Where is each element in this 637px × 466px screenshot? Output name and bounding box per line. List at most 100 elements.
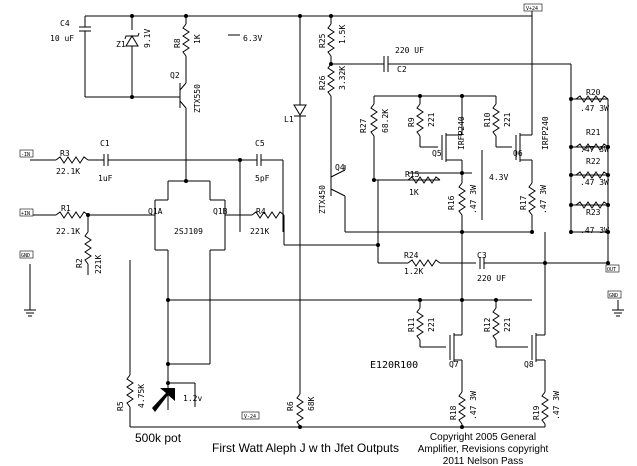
r11-label: R11 [407,317,416,332]
r26-value: 3.32K [338,66,347,90]
c4-value: 10 uF [50,34,74,43]
resistor-r24 [407,259,441,267]
pot-arrow-icon [152,388,175,412]
port-vplus-box [523,3,543,12]
resistor-r10 [492,103,500,137]
r25-value: 1.5K [338,25,347,44]
copyright-line-3: 2011 Nelson Pass [442,456,524,466]
port-in-minus: -IN [21,152,30,158]
c3-value: 220 UF [477,274,506,283]
c2-value: 220 UF [395,46,424,55]
resistor-r8 [182,23,190,57]
r25-label: R25 [318,33,327,48]
port-vminus-box [241,411,260,420]
l1-label: L1 [284,115,294,124]
copyright-block: Copyright 2005 General Amplifier, Revisi… [413,432,553,466]
q5-value: IRFP240 [457,116,466,150]
z1-label: Z1 [116,40,126,49]
r15-label: R15 [405,170,420,179]
r5-label: R5 [116,401,125,411]
r23-value: .47 3W [580,226,609,235]
r1-value: 22.1K [56,227,80,236]
pot-label: 500k pot [135,431,182,445]
r8-label: R8 [173,38,182,48]
port-gnd-right-box [607,290,622,299]
c2-label: C2 [397,65,407,74]
r4-value: 221K [250,227,269,236]
r16-label: R16 [447,195,456,210]
r10-value: 221 [503,112,512,127]
r12-value: 221 [503,317,512,332]
r5-value: 4.75K [137,384,146,408]
r8-value: 1K [193,34,202,44]
resistor-r26 [327,63,335,97]
resistor-r19 [541,391,549,425]
r2-value: 221K [94,255,103,274]
q1a-label: Q1A [148,207,163,216]
c1-label: C1 [100,139,110,148]
voltage-v1: 6.3V [243,34,262,43]
q8-label: Q8 [524,360,534,369]
r9-value: 221 [427,112,436,127]
resistor-r18 [458,391,466,425]
resistor-r12 [492,307,500,341]
r6-value: 68K [307,396,316,411]
q6-label: Q6 [513,149,523,158]
q1b-label: Q1B [213,207,228,216]
resistor-r9 [416,103,424,137]
resistor-r27 [370,103,378,137]
q2-label: Q2 [170,71,180,80]
voltage-v3: 1.2v [183,394,202,403]
port-in-minus-box [19,149,34,158]
q4-value: ZTX450 [318,185,327,214]
r20-label: R20 [586,88,601,97]
resistor-r11 [416,307,424,341]
r9-label: R9 [407,117,416,127]
r11-value: 221 [427,317,436,332]
r22-label: R22 [586,157,601,166]
r19-label: R19 [532,405,541,420]
r1-label: R1 [61,204,71,213]
r22-value: .47 3W [580,178,609,187]
r17-value: .47 3W [539,185,548,214]
copyright-line-1: Copyright 2005 General [429,432,537,443]
r23-label: R23 [586,208,601,217]
q5-label: Q5 [432,149,442,158]
r2-label: R2 [75,258,84,268]
resistor-r5 [126,374,134,408]
port-in-plus: +IN [21,211,30,217]
r12-label: R12 [483,317,492,332]
r16-value: .47 3W [469,185,478,214]
r21-label: R21 [586,128,601,137]
r3-label: R3 [60,149,70,158]
resistor-r16 [458,182,466,216]
r20-value: .47 3W [580,104,609,113]
q2-value: ZTX550 [193,84,202,113]
model-label: E120R100 [370,360,418,371]
port-gnd-left: GND [21,253,30,259]
resistor-r25 [327,23,335,57]
c5-label: C5 [255,139,265,148]
r26-label: R26 [318,75,327,90]
r18-value: .47 3W [469,391,478,420]
jfet-label: 2SJ109 [174,227,203,236]
c3-label: C3 [477,251,487,260]
q7-label: Q7 [449,360,459,369]
c5-value: 5pF [255,174,270,183]
copyright-line-2: Amplifier, Revisions copyright [417,444,549,455]
resistor-r17 [528,182,536,216]
port-gnd-left-box [19,250,34,259]
q6-value: IRFP240 [541,116,550,150]
r21-value: .47 3W [580,145,609,154]
c4-label: C4 [60,19,70,28]
r15-value: 1K [409,188,419,197]
r4-label: R4 [256,207,266,216]
r6-label: R6 [286,401,295,411]
voltage-v2: 4.3V [489,173,508,182]
r27-label: R27 [359,118,368,133]
r10-label: R10 [483,112,492,127]
z1-value: 9.1V [143,29,152,48]
resistor-r2 [84,231,92,265]
schematic-title: First Watt Aleph J w th Jfet Outputs [212,441,399,455]
